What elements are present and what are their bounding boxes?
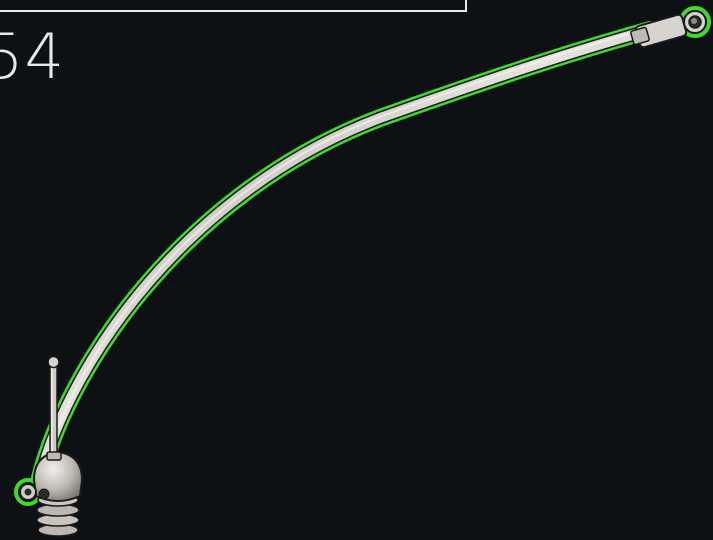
- instruction-frame: [0, 0, 467, 12]
- rod-end-fitting: [630, 10, 707, 49]
- lower-knob-assembly: [19, 355, 84, 537]
- highlight-outline: [14, 6, 711, 506]
- step-number: 54: [0, 20, 65, 93]
- curved-rod: [33, 23, 657, 485]
